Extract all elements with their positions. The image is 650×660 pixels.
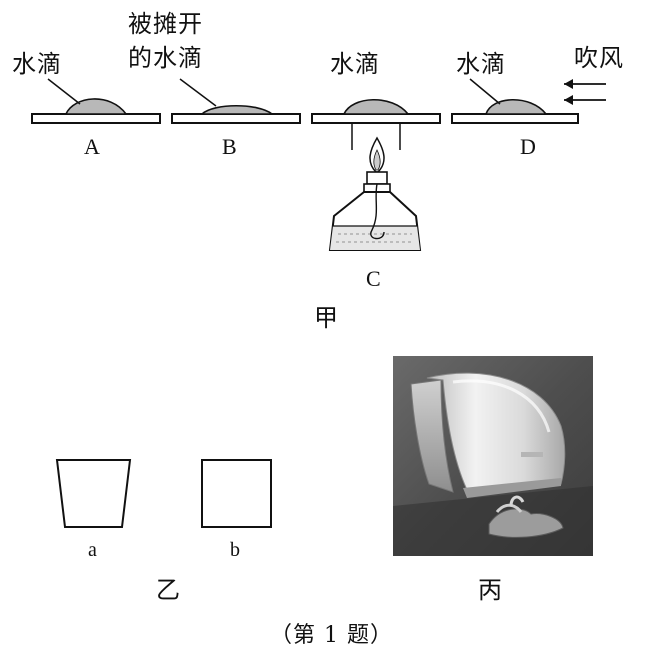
panel-b-plate <box>171 113 301 124</box>
panel-c-letter: C <box>366 266 381 291</box>
container-b-letter: b <box>230 539 240 561</box>
panel-a-drawing <box>31 78 161 124</box>
panel-a-drop-label: 水滴 <box>12 50 62 78</box>
figure-jia-label: 甲 <box>314 304 339 332</box>
flame-inner <box>373 149 381 171</box>
panel-b-drop-label-line1: 被摊开 <box>128 10 203 38</box>
panel-d-drop-label: 水滴 <box>456 50 506 78</box>
panel-a-leader-line <box>47 78 81 105</box>
hand-dryer-photo <box>393 356 593 556</box>
container-a-letter: a <box>88 539 97 561</box>
figure-bing-label: 丙 <box>478 576 503 604</box>
panel-b-leader-line <box>179 78 217 107</box>
panel-d-wind-label: 吹风 <box>574 44 624 72</box>
panel-b-drawing <box>171 78 301 124</box>
panel-c-water-drop <box>342 98 410 115</box>
panel-a-letter: A <box>84 134 100 159</box>
panel-d-water-drop <box>484 98 548 115</box>
panel-d-plate <box>451 113 579 124</box>
figure-yi-label: 乙 <box>156 576 181 604</box>
container-b-square <box>201 459 272 528</box>
hand-dryer-icon <box>393 356 593 556</box>
panel-c-drawing <box>311 98 441 251</box>
lamp-wick <box>370 183 385 240</box>
panel-c-drop-label: 水滴 <box>330 50 380 78</box>
panel-b-water-drop <box>199 105 275 115</box>
panel-c-plate <box>311 113 441 124</box>
container-a-trapezoid <box>55 459 132 528</box>
panel-a-plate <box>31 113 161 124</box>
panel-d-letter: D <box>520 134 536 159</box>
panel-a-water-drop <box>64 98 128 115</box>
panel-b-letter: B <box>222 134 237 159</box>
panel-d-leader-line <box>469 78 501 105</box>
wind-arrows-icon <box>564 79 606 105</box>
question-caption: （第 1 题） <box>270 623 393 648</box>
lamp-liquid-hatch <box>336 233 414 243</box>
panel-d-drawing <box>451 78 606 124</box>
lamp-cap <box>366 171 388 185</box>
panel-b-drop-label-line2: 的水滴 <box>128 44 203 72</box>
figure-yi-drawing <box>55 459 272 528</box>
